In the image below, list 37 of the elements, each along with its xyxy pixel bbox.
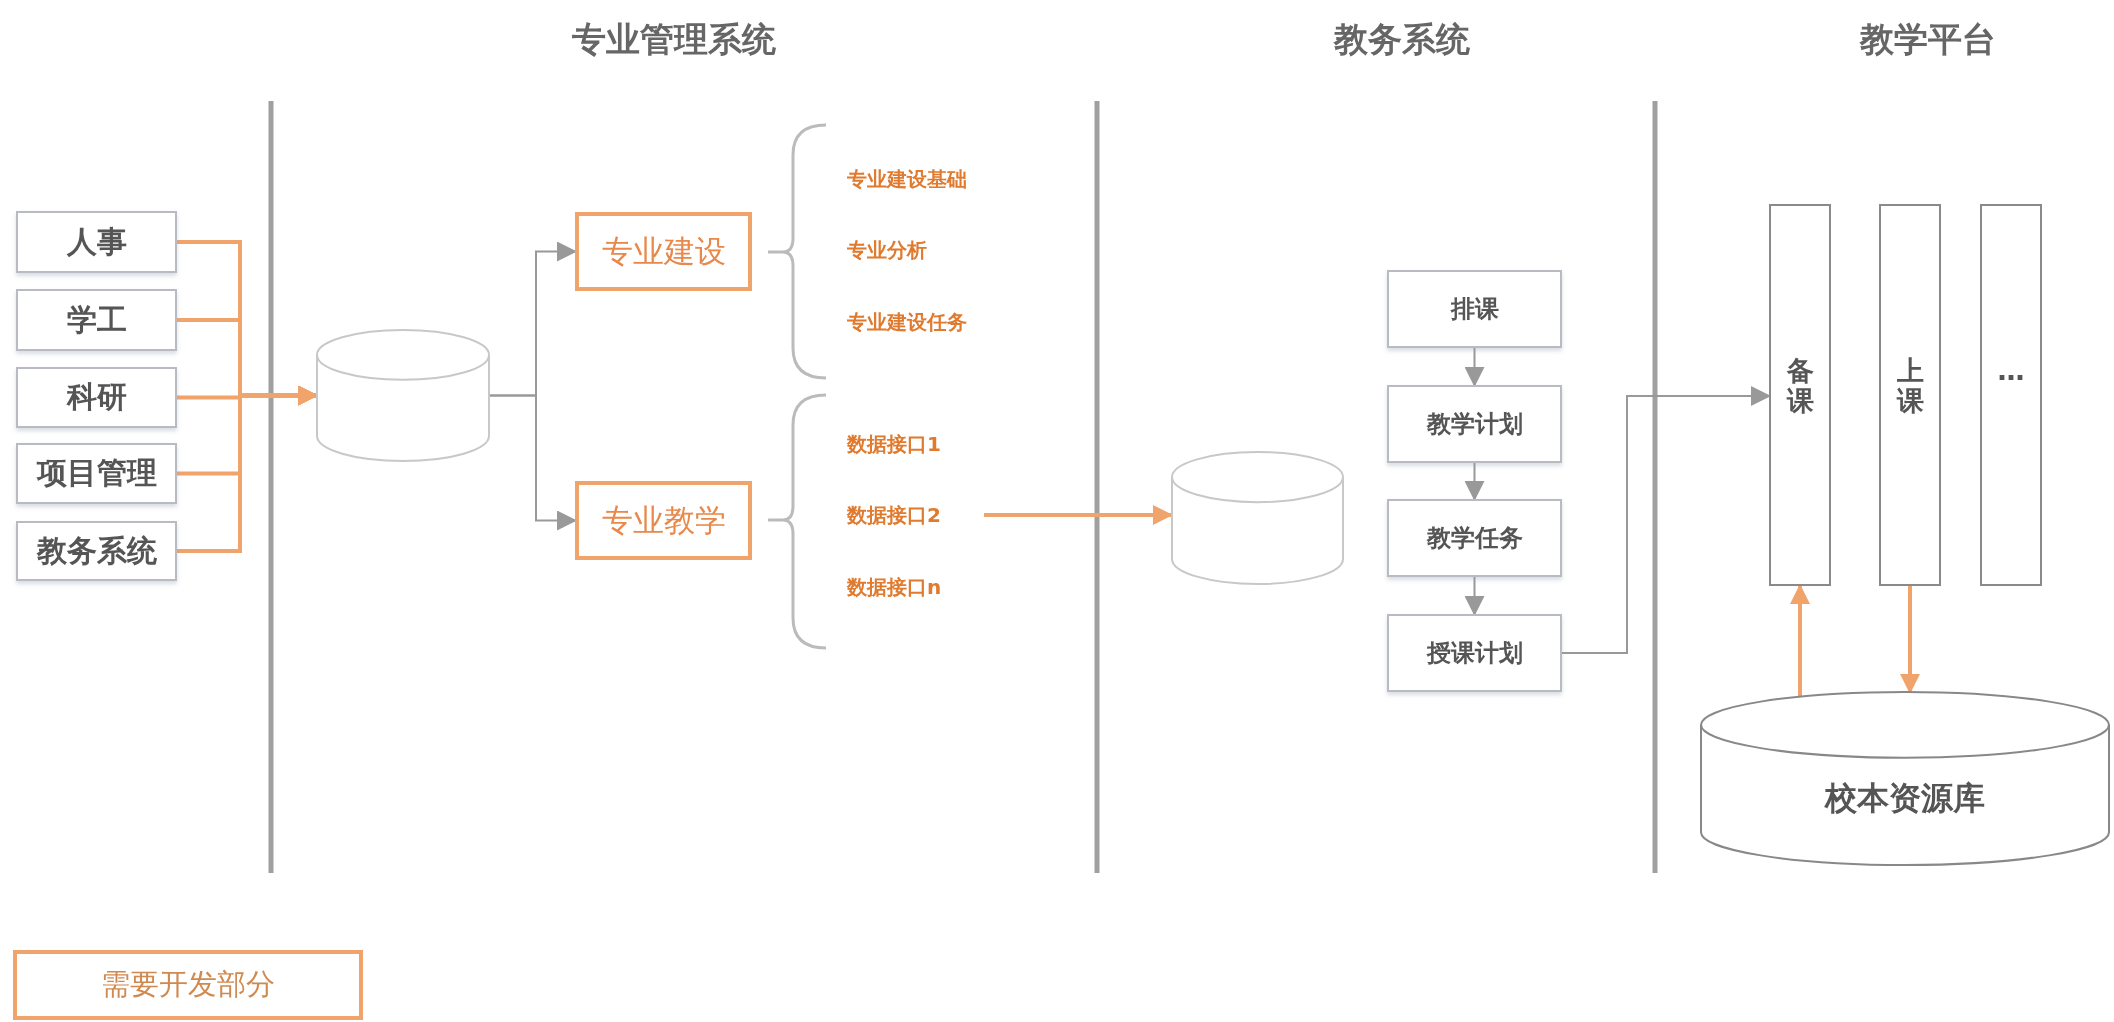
arrow	[1464, 576, 1485, 616]
database-cylinder	[1700, 692, 2110, 865]
column-heading: 教务系统	[1334, 18, 1470, 61]
item-label: 专业建设基础	[847, 166, 967, 193]
database-label: 校本资源库	[1825, 778, 1985, 819]
process-box: 排课	[1387, 270, 1562, 348]
arrow	[1464, 462, 1485, 501]
source-box: 教务系统	[16, 521, 177, 581]
interface-label: 数据接口2	[847, 500, 972, 530]
item-label: 专业分析	[847, 237, 927, 264]
arrow	[1790, 584, 1810, 697]
module-box: 专业教学	[575, 481, 752, 560]
arrow	[177, 385, 318, 553]
database-cylinder	[316, 330, 490, 461]
source-box: 人事	[16, 211, 177, 273]
arrow	[984, 505, 1173, 525]
module-box: 专业建设	[575, 212, 752, 291]
arrow	[489, 394, 577, 531]
legend-box: 需要开发部分	[13, 950, 363, 1020]
item-label: 专业建设任务	[847, 309, 967, 336]
platform-column: 上课	[1879, 204, 1941, 586]
arrow	[1900, 586, 1920, 694]
source-box: 学工	[16, 289, 177, 351]
source-box: 项目管理	[16, 443, 177, 504]
process-box: 教学计划	[1387, 385, 1562, 463]
column-heading: 专业管理系统	[572, 18, 776, 61]
process-box: 教学任务	[1387, 499, 1562, 577]
process-box: 授课计划	[1387, 614, 1562, 692]
arrow	[1561, 386, 1771, 654]
item-label: 数据接口n	[847, 574, 942, 601]
item-label: 数据接口1	[847, 431, 941, 458]
arrow	[1464, 347, 1485, 387]
column-heading: 教学平台	[1860, 18, 1996, 61]
source-box: 科研	[16, 367, 177, 428]
platform-column: 备课	[1769, 204, 1831, 586]
platform-column: …	[1980, 204, 2042, 586]
database-cylinder	[1171, 452, 1344, 584]
